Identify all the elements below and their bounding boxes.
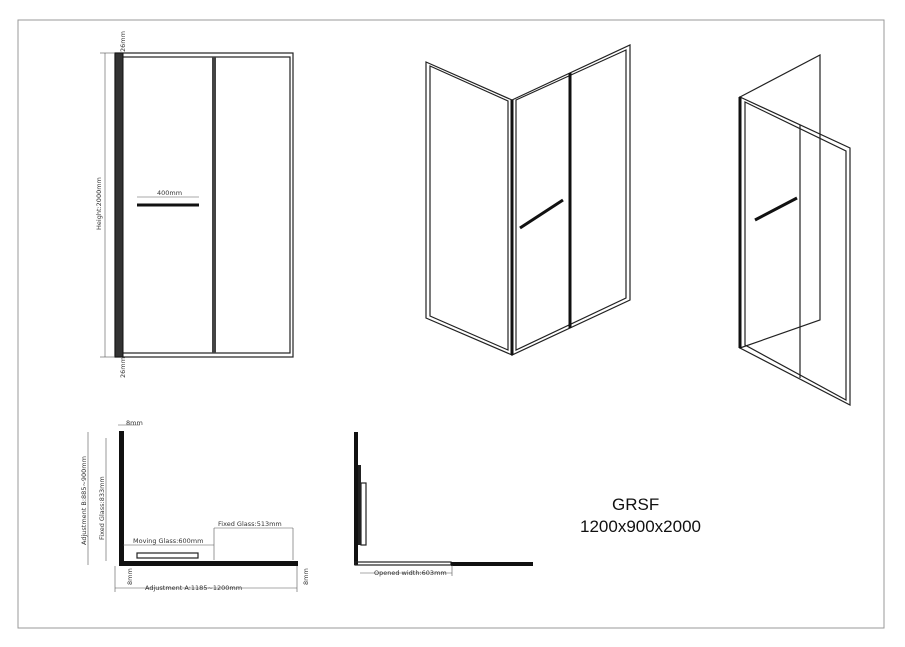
moving-glass-label: Moving Glass:600mm (133, 537, 203, 545)
top-gap-label: 26mm (119, 31, 127, 52)
adjustment-a-label: Adjustment A:1185~1200mm (145, 584, 242, 592)
plan-view-open: Opened width:603mm (354, 432, 533, 577)
height-label: Height:2000mm (95, 177, 103, 230)
model-size: 1200x900x2000 (580, 517, 701, 536)
left-thickness-label: 8mm (126, 568, 134, 585)
isometric-view-front (425, 44, 631, 356)
opened-width-label: Opened width:603mm (374, 569, 447, 577)
handle-bar (754, 196, 798, 222)
handle-length-label: 400mm (157, 189, 182, 197)
fixed-glass-side-label: Fixed Glass:833mm (98, 476, 106, 540)
fixed-glass-front-label: Fixed Glass:513mm (218, 520, 282, 528)
front-elevation: 400mm Height:2000mm 26mm 26mm (95, 31, 294, 378)
model-name: GRSF (612, 495, 659, 514)
handle-bar (519, 198, 564, 230)
plan-view-closed: 8mm Adjustment B:885~900mm Fixed Glass:8… (80, 419, 310, 592)
drawing-frame (17, 19, 885, 629)
right-thickness-label: 8mm (302, 568, 310, 585)
isometric-view-side (738, 54, 851, 406)
top-thickness-label: 8mm (126, 419, 143, 427)
bottom-gap-label: 26mm (119, 357, 127, 378)
adjustment-b-label: Adjustment B:885~900mm (80, 456, 88, 545)
